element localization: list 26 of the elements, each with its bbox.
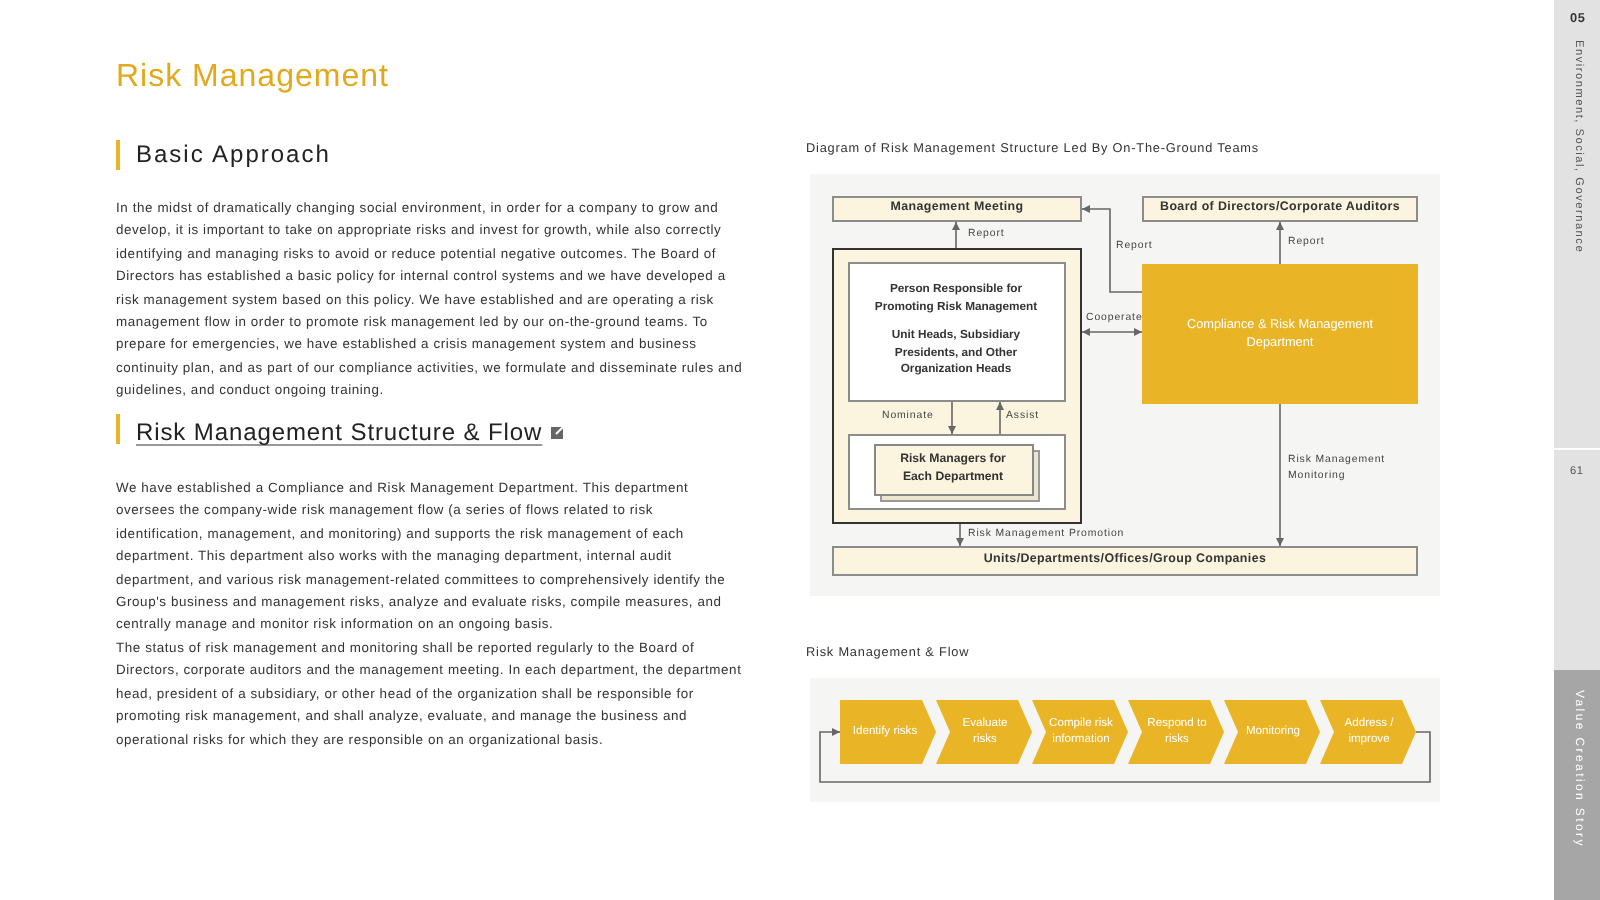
arrow (952, 221, 960, 249)
group-box (832, 248, 1082, 524)
arrow (1081, 205, 1143, 293)
chevron-step (1032, 700, 1128, 764)
arrow (819, 728, 1431, 783)
arrow (1276, 221, 1284, 265)
stacked-box (873, 443, 1039, 501)
section-link: Risk Management Structure & Flow (136, 418, 543, 446)
arrow (1276, 403, 1284, 547)
role-box (847, 261, 1065, 401)
chevron-step (1320, 700, 1416, 764)
section-heading: Basic Approach (136, 140, 331, 168)
arrow (956, 523, 964, 547)
process-box (832, 196, 1082, 222)
chevron-step (1224, 700, 1320, 764)
arrow (996, 401, 1004, 435)
process-box (832, 546, 1418, 576)
arrow (948, 401, 956, 435)
arrow (1081, 328, 1143, 336)
role-box (847, 433, 1065, 509)
chevron-step (936, 700, 1032, 764)
chevron-step (840, 700, 936, 764)
department-box (1142, 264, 1418, 404)
page-title: Risk Management (116, 60, 389, 96)
chevron-step (1128, 700, 1224, 764)
process-box (1142, 196, 1418, 222)
